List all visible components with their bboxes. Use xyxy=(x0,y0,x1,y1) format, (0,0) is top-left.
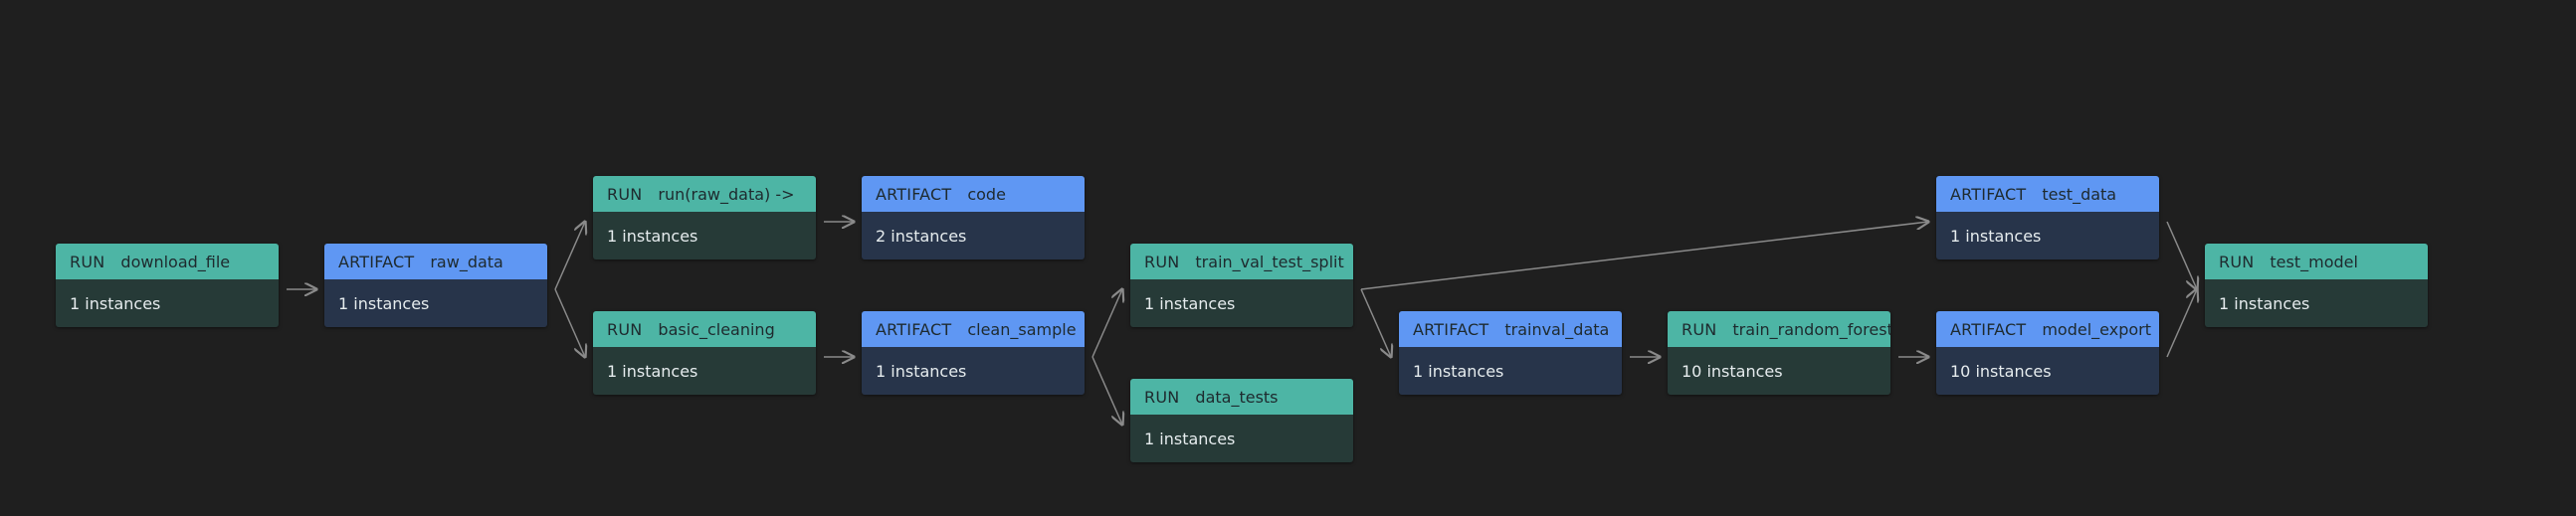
node-name: trainval_data xyxy=(1504,319,1610,339)
node-instance-count: 10 instances xyxy=(1936,347,2159,395)
node-name: train_val_test_split xyxy=(1195,252,1344,271)
node-header: ARTIFACT clean_sample xyxy=(862,311,1085,347)
node-instance-count: 1 instances xyxy=(1130,279,1353,327)
node-download-file[interactable]: RUN download_file 1 instances xyxy=(56,244,279,327)
node-kind-label: RUN xyxy=(1144,252,1180,271)
node-train-val-test-split[interactable]: RUN train_val_test_split 1 instances xyxy=(1130,244,1353,327)
node-header: RUN test_model xyxy=(2205,244,2428,279)
node-basic-cleaning[interactable]: RUN basic_cleaning 1 instances xyxy=(593,311,816,395)
node-header: ARTIFACT test_data xyxy=(1936,176,2159,212)
node-kind-label: RUN xyxy=(2219,252,2255,271)
node-kind-label: ARTIFACT xyxy=(1950,184,2027,204)
node-train-random-forest[interactable]: RUN train_random_forest 10 instances xyxy=(1668,311,1890,395)
node-kind-label: RUN xyxy=(1682,319,1717,339)
node-name: clean_sample xyxy=(967,319,1077,339)
node-name: train_random_forest xyxy=(1732,319,1890,339)
node-header: ARTIFACT code xyxy=(862,176,1085,212)
node-header: RUN data_tests xyxy=(1130,379,1353,415)
node-model-export[interactable]: ARTIFACT model_export 10 instances xyxy=(1936,311,2159,395)
node-instance-count: 10 instances xyxy=(1668,347,1890,395)
node-header: ARTIFACT model_export xyxy=(1936,311,2159,347)
node-data-tests[interactable]: RUN data_tests 1 instances xyxy=(1130,379,1353,462)
node-instance-count: 1 instances xyxy=(1130,415,1353,462)
edge-model-export-to-test-model xyxy=(2166,289,2197,358)
node-kind-label: ARTIFACT xyxy=(1950,319,2027,339)
node-instance-count: 1 instances xyxy=(593,347,816,395)
node-instance-count: 1 instances xyxy=(1936,212,2159,259)
edge-raw-data-to-basic-cleaning xyxy=(554,288,585,357)
node-name: run(raw_data) -> xyxy=(658,184,795,204)
edge-clean-sample-to-data-tests xyxy=(1091,356,1122,425)
node-header: ARTIFACT raw_data xyxy=(324,244,547,279)
node-clean-sample[interactable]: ARTIFACT clean_sample 1 instances xyxy=(862,311,1085,395)
node-kind-label: ARTIFACT xyxy=(1413,319,1489,339)
edge-test-data-to-test-model xyxy=(2166,221,2197,289)
node-header: RUN run(raw_data) -> xyxy=(593,176,816,212)
edge-raw-data-to-run-raw-data xyxy=(554,222,585,290)
node-trainval-data[interactable]: ARTIFACT trainval_data 1 instances xyxy=(1399,311,1622,395)
node-test-model[interactable]: RUN test_model 1 instances xyxy=(2205,244,2428,327)
node-instance-count: 1 instances xyxy=(862,347,1085,395)
node-header: RUN download_file xyxy=(56,244,279,279)
node-header: RUN train_random_forest xyxy=(1668,311,1890,347)
node-kind-label: ARTIFACT xyxy=(876,319,952,339)
node-name: raw_data xyxy=(430,252,503,271)
node-name: test_data xyxy=(2042,184,2117,204)
node-name: download_file xyxy=(120,252,231,271)
node-name: code xyxy=(967,184,1006,204)
node-name: data_tests xyxy=(1195,387,1279,407)
node-instance-count: 1 instances xyxy=(1399,347,1622,395)
node-kind-label: RUN xyxy=(70,252,105,271)
node-kind-label: RUN xyxy=(607,319,643,339)
node-instance-count: 2 instances xyxy=(862,212,1085,259)
node-instance-count: 1 instances xyxy=(2205,279,2428,327)
node-kind-label: RUN xyxy=(607,184,643,204)
edge-clean-sample-to-train-val-test-split xyxy=(1091,289,1122,358)
node-kind-label: ARTIFACT xyxy=(338,252,415,271)
edge-train-val-test-split-to-test-data xyxy=(1360,222,1928,290)
node-instance-count: 1 instances xyxy=(56,279,279,327)
node-header: RUN basic_cleaning xyxy=(593,311,816,347)
node-name: test_model xyxy=(2270,252,2358,271)
node-name: model_export xyxy=(2042,319,2151,339)
node-instance-count: 1 instances xyxy=(593,212,816,259)
node-name: basic_cleaning xyxy=(658,319,775,339)
node-header: ARTIFACT trainval_data xyxy=(1399,311,1622,347)
node-header: RUN train_val_test_split xyxy=(1130,244,1353,279)
node-raw-data[interactable]: ARTIFACT raw_data 1 instances xyxy=(324,244,547,327)
node-kind-label: ARTIFACT xyxy=(876,184,952,204)
node-kind-label: RUN xyxy=(1144,387,1180,407)
node-test-data[interactable]: ARTIFACT test_data 1 instances xyxy=(1936,176,2159,259)
node-code[interactable]: ARTIFACT code 2 instances xyxy=(862,176,1085,259)
node-run-raw-data[interactable]: RUN run(raw_data) -> 1 instances xyxy=(593,176,816,259)
node-instance-count: 1 instances xyxy=(324,279,547,327)
edge-train-val-test-split-to-trainval-data xyxy=(1360,288,1391,357)
